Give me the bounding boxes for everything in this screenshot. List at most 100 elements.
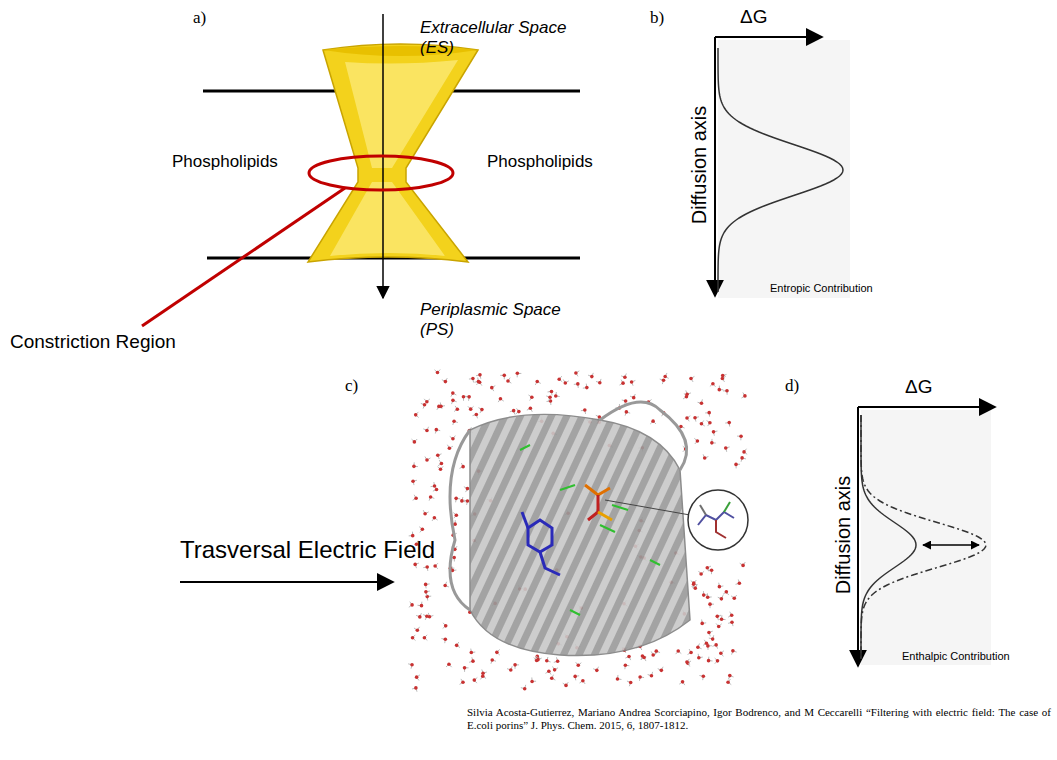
- water-molecule: [648, 672, 654, 678]
- water-molecule: [621, 374, 627, 380]
- field-arrow: [180, 581, 393, 583]
- axis-arrow: [857, 407, 859, 666]
- water-molecule: [495, 649, 500, 655]
- plot-caption: Entropic Contribution: [770, 282, 873, 295]
- water-molecule: [443, 582, 449, 588]
- water-molecule: [683, 393, 688, 399]
- water-molecule: [703, 454, 708, 459]
- water-molecule: [469, 657, 475, 663]
- axis-label: Diffusion axis: [832, 476, 855, 595]
- water-molecule: [534, 658, 540, 663]
- plot-caption: Enthalpic Contribution: [902, 650, 1010, 663]
- water-molecule: [720, 615, 726, 621]
- water-molecule: [651, 651, 656, 656]
- water-molecule: [413, 495, 418, 500]
- panel-letter: c): [345, 376, 358, 396]
- water-molecule: [481, 669, 487, 675]
- water-molecule: [498, 397, 504, 402]
- water-molecule: [698, 399, 704, 405]
- water-molecule: [740, 456, 746, 462]
- water-molecule: [716, 623, 722, 628]
- water-molecules: [408, 370, 747, 692]
- region-label: Periplasmic Space (PS): [420, 300, 595, 339]
- water-molecule: [707, 631, 713, 637]
- water-molecule: [641, 654, 647, 660]
- axis-label: ΔG: [905, 376, 932, 398]
- water-molecule: [425, 457, 430, 462]
- water-molecule: [625, 410, 631, 416]
- constriction-ellipse: [309, 156, 453, 190]
- antibiotic-molecule: [698, 502, 734, 538]
- water-molecule: [726, 679, 731, 685]
- water-molecule: [630, 394, 635, 399]
- water-molecule: [705, 411, 711, 417]
- water-molecule: [421, 403, 427, 409]
- water-molecule: [721, 374, 727, 380]
- water-molecule: [452, 419, 458, 425]
- water-molecule: [414, 627, 420, 632]
- plot-ground: [718, 40, 850, 298]
- water-molecule: [455, 642, 460, 648]
- protein-loop: [600, 402, 687, 470]
- water-molecule: [435, 428, 441, 434]
- panel-letter: a): [193, 8, 206, 28]
- plot-ground: [861, 410, 991, 665]
- water-molecule: [723, 389, 729, 395]
- water-molecule: [731, 649, 737, 655]
- water-molecule: [409, 602, 414, 608]
- water-molecule: [692, 582, 698, 588]
- water-molecule: [451, 399, 457, 405]
- water-molecule: [546, 669, 552, 674]
- water-molecule: [596, 379, 602, 385]
- region-label: Extracellular Space (ES): [420, 18, 595, 57]
- water-molecule: [663, 373, 668, 378]
- water-molecule: [725, 421, 731, 427]
- water-molecule: [694, 438, 699, 444]
- water-molecule: [699, 674, 705, 680]
- water-molecule: [712, 643, 718, 649]
- water-molecule: [460, 497, 466, 503]
- water-molecule: [463, 666, 469, 672]
- water-molecule: [516, 408, 521, 414]
- water-molecule: [453, 513, 458, 519]
- water-molecule: [728, 612, 733, 617]
- water-molecule: [700, 619, 706, 625]
- water-molecule: [476, 373, 482, 379]
- water-molecule: [554, 392, 560, 398]
- water-molecule: [476, 381, 482, 386]
- water-molecule: [548, 390, 554, 396]
- water-molecule: [536, 656, 541, 661]
- water-molecule: [718, 595, 723, 600]
- water-molecule: [416, 613, 421, 618]
- water-molecule: [513, 663, 519, 669]
- water-molecule: [658, 667, 663, 672]
- water-molecule: [521, 685, 527, 691]
- water-molecule: [574, 382, 580, 388]
- field-label: Trasversal Electric Field: [180, 536, 435, 564]
- protein-loop: [450, 430, 470, 610]
- water-molecule: [423, 510, 428, 515]
- water-molecule: [706, 593, 712, 599]
- water-molecule: [719, 651, 724, 657]
- water-molecule: [424, 590, 430, 596]
- water-molecule: [679, 680, 685, 685]
- water-molecule: [693, 416, 699, 422]
- panel-letter: d): [785, 376, 799, 396]
- pore-inner-face: [330, 182, 445, 256]
- water-molecule: [436, 454, 442, 460]
- water-molecule: [442, 378, 447, 383]
- pore-rim: [323, 46, 478, 56]
- residue-sticks: [585, 485, 612, 520]
- water-molecule: [451, 391, 456, 396]
- water-molecule: [433, 563, 438, 569]
- water-molecule: [717, 386, 723, 392]
- shifted-energy-curve: [861, 415, 986, 659]
- inset-leader: [605, 500, 690, 515]
- water-molecule: [465, 395, 471, 401]
- water-molecule: [411, 635, 416, 641]
- axis-arrow: [858, 406, 995, 408]
- water-molecule: [736, 579, 742, 585]
- water-molecule: [581, 408, 587, 414]
- water-molecule: [740, 562, 746, 567]
